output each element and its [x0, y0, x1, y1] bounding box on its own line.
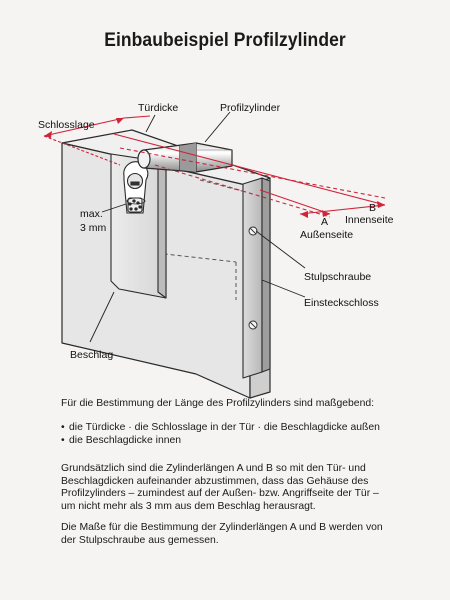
label-aussenseite: Außenseite [300, 229, 353, 241]
intro-paragraph: Für die Bestimmung der Länge des Profilz… [61, 398, 375, 409]
paragraph-line: um nicht mehr als 3 mm aus dem Beschlag … [61, 500, 316, 512]
intro-text: Für die Bestimmung der Länge des Profilz… [61, 398, 406, 411]
label-a: A [321, 216, 328, 228]
paragraph-line: Profilzylinders – zumindest auf der Auße… [61, 488, 379, 500]
paragraph-line: der Stulpschraube aus gemessen. [61, 534, 219, 546]
explanation-paragraph: Grundsätzlich sind die Zylinderlängen A … [61, 463, 406, 513]
page-title: Einbaubeispiel Profilzylinder [104, 30, 346, 51]
stulp-screw-icon [248, 226, 258, 330]
measurement-paragraph: Die Maße für die Bestimmung der Zylinder… [61, 522, 406, 547]
label-beschlag: Beschlag [70, 349, 113, 361]
label-max: max. [80, 208, 103, 220]
label-innenseite: Innenseite [345, 214, 394, 226]
label-tuerdicke: Türdicke [138, 102, 178, 114]
label-stulpschraube: Stulpschraube [304, 271, 371, 283]
paragraph-line: Grundsätzlich sind die Zylinderlängen A … [61, 463, 366, 474]
dimension-lines [43, 115, 386, 218]
bullet-list: die Türdicke · die Schlosslage in der Tü… [61, 422, 406, 447]
label-b: B [369, 202, 376, 214]
label-profilzylinder: Profilzylinder [220, 102, 281, 114]
leader-lines [89, 111, 306, 343]
dimension-arrows [44, 118, 385, 218]
label-3mm: 3 mm [80, 222, 107, 234]
lock-faceplate [242, 177, 271, 379]
paragraph-line: Beschlagdicken aufeinander abzustimmen, … [61, 475, 369, 487]
label-einsteckschloss: Einsteckschloss [304, 297, 379, 309]
label-schlosslage: Schlosslage [38, 119, 95, 131]
cylinder-keyhole-icon [123, 161, 149, 214]
paragraph-line: Die Maße für die Bestimmung der Zylinder… [61, 522, 383, 533]
list-item: die Türdicke · die Schlosslage in der Tü… [61, 422, 406, 435]
list-item: die Beschlagdicke innen [61, 435, 406, 448]
